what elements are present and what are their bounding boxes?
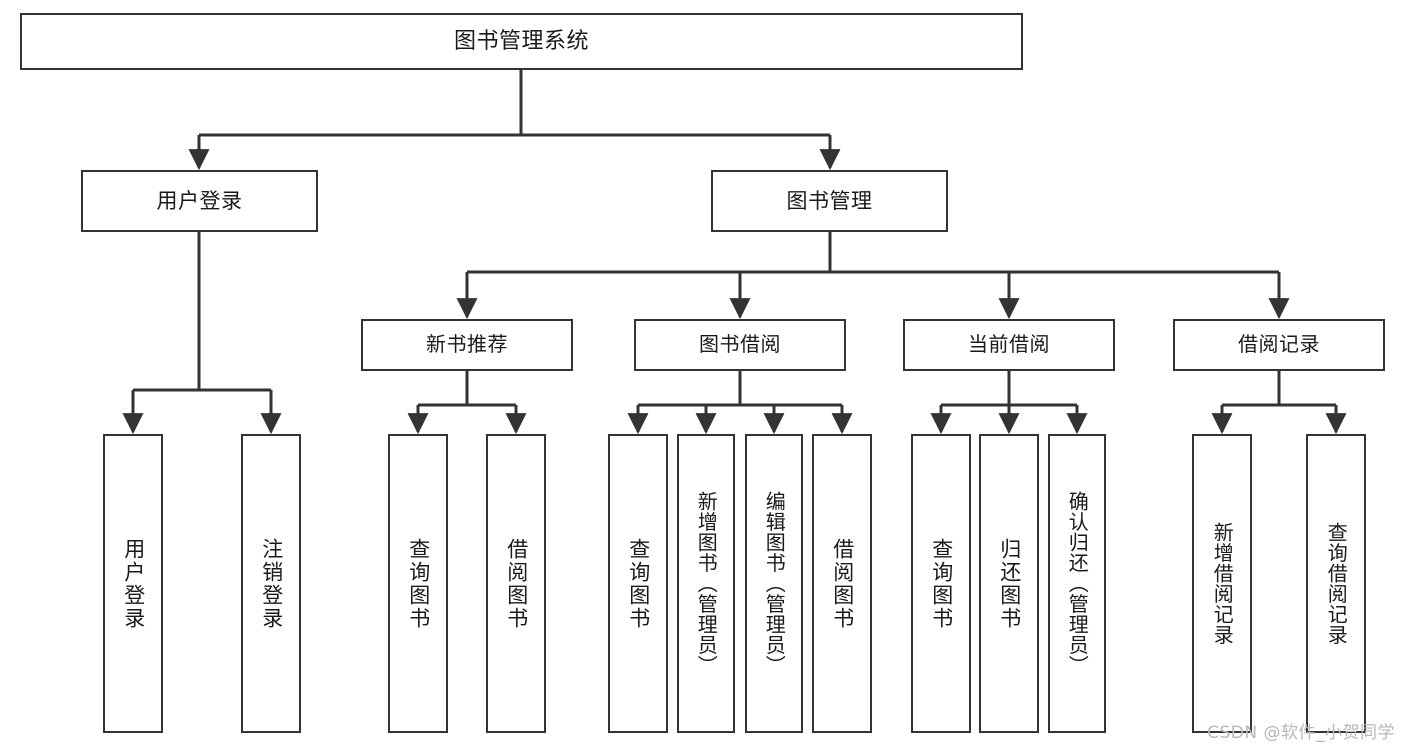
node-book-management-label: 图书管理 [786, 188, 873, 213]
node-leaf-query-record[interactable]: 查询借阅记录 [1306, 434, 1366, 733]
node-current-borrow[interactable]: 当前借阅 [903, 319, 1115, 371]
node-leaf-add-book[interactable]: 新增图书（管理员） [677, 434, 735, 733]
node-leaf-borrow-book-2-label: 借阅图书 [830, 537, 855, 630]
node-leaf-borrow-book-1[interactable]: 借阅图书 [486, 434, 546, 733]
node-leaf-borrow-book-1-label: 借阅图书 [504, 537, 529, 630]
node-leaf-edit-book-label: 编辑图书（管理员） [762, 491, 787, 676]
node-leaf-edit-book[interactable]: 编辑图书（管理员） [745, 434, 803, 733]
node-leaf-add-book-label: 新增图书（管理员） [694, 491, 719, 676]
node-root-label: 图书管理系统 [453, 28, 589, 54]
node-leaf-confirm-return-label: 确认归还（管理员） [1065, 491, 1090, 676]
node-book-management[interactable]: 图书管理 [711, 170, 948, 232]
node-leaf-user-login-label: 用户登录 [121, 537, 146, 630]
node-leaf-query-record-label: 查询借阅记录 [1324, 522, 1349, 645]
node-leaf-query-book-1[interactable]: 查询图书 [388, 434, 448, 733]
node-root-system[interactable]: 图书管理系统 [20, 13, 1023, 70]
node-new-book-recommend[interactable]: 新书推荐 [361, 319, 573, 371]
node-leaf-logout-login-label: 注销登录 [259, 537, 284, 630]
node-leaf-return-book-label: 归还图书 [997, 537, 1022, 630]
node-borrow-record-label: 借阅记录 [1238, 332, 1320, 357]
csdn-watermark: CSDN @软件_小贺同学 [1207, 723, 1395, 743]
node-leaf-add-record-label: 新增借阅记录 [1210, 522, 1235, 645]
node-new-book-recommend-label: 新书推荐 [426, 332, 508, 357]
node-leaf-query-book-1-label: 查询图书 [406, 537, 431, 630]
node-leaf-confirm-return[interactable]: 确认归还（管理员） [1048, 434, 1106, 733]
node-leaf-logout-login[interactable]: 注销登录 [241, 434, 301, 733]
node-book-borrow[interactable]: 图书借阅 [634, 319, 846, 371]
node-leaf-query-book-2-label: 查询图书 [626, 537, 651, 630]
node-leaf-query-book-3[interactable]: 查询图书 [911, 434, 971, 733]
node-leaf-add-record[interactable]: 新增借阅记录 [1192, 434, 1252, 733]
node-borrow-record[interactable]: 借阅记录 [1173, 319, 1385, 371]
node-current-borrow-label: 当前借阅 [968, 332, 1050, 357]
node-user-login-label: 用户登录 [156, 188, 243, 213]
node-leaf-user-login[interactable]: 用户登录 [103, 434, 163, 733]
node-leaf-return-book[interactable]: 归还图书 [979, 434, 1039, 733]
node-leaf-borrow-book-2[interactable]: 借阅图书 [812, 434, 872, 733]
node-book-borrow-label: 图书借阅 [699, 332, 781, 357]
node-leaf-query-book-2[interactable]: 查询图书 [608, 434, 668, 733]
node-leaf-query-book-3-label: 查询图书 [929, 537, 954, 630]
node-user-login[interactable]: 用户登录 [81, 170, 318, 232]
